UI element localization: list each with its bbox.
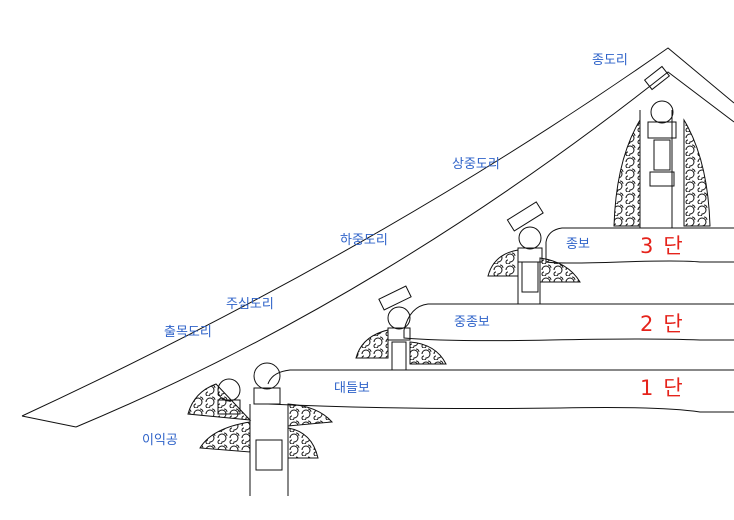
label-jusimdori: 주심도리 xyxy=(226,297,274,312)
tier-number-2: 2 xyxy=(640,312,654,336)
post-3-legs xyxy=(517,262,541,304)
bracket-2-left xyxy=(355,329,389,359)
bracket-1-lower-left xyxy=(199,421,251,453)
ridge-post-cap xyxy=(650,100,674,124)
rafter-line-inner xyxy=(75,71,734,428)
tier-unit-2: 단 xyxy=(663,312,683,336)
beam-tier-2 xyxy=(403,303,734,342)
ridge-ornament-right xyxy=(683,118,711,227)
label-jongbo: 종보 xyxy=(566,237,590,252)
label-daedeulbo: 대들보 xyxy=(334,381,370,396)
middle-purlin-box xyxy=(378,285,412,311)
label-jungjongbo: 중종보 xyxy=(454,315,490,330)
ridge-purlin-box xyxy=(643,65,671,91)
bracket-3-right xyxy=(539,257,581,283)
beam-tier-1 xyxy=(267,369,734,413)
label-chulmokdori: 출목도리 xyxy=(164,325,212,340)
bracket-3-left xyxy=(487,249,519,277)
bracket-1-lower-right xyxy=(287,427,319,459)
post-3-block xyxy=(517,247,543,263)
bracket-1-left xyxy=(187,383,252,421)
main-post-block xyxy=(255,439,283,471)
tier-number-1: 1 xyxy=(640,376,654,400)
upper-purlin-box xyxy=(506,201,544,232)
label-sangjungdori: 상중도리 xyxy=(452,157,500,172)
post-3-cap xyxy=(518,226,542,250)
bracket-2-right xyxy=(409,341,447,365)
ridge-post-block xyxy=(647,121,677,139)
label-jongdori: 종도리 xyxy=(592,53,628,68)
ridge-ornament-left xyxy=(613,118,641,227)
rafter-line-outer xyxy=(21,47,734,417)
tier-unit-1: 단 xyxy=(663,376,683,400)
ridge-post-block-2 xyxy=(653,139,671,171)
top-post-lines xyxy=(639,110,673,228)
post-2-body xyxy=(391,341,407,371)
post-1b-cap xyxy=(253,362,281,390)
tier-unit-3: 단 xyxy=(663,234,683,258)
label-hajungdori: 하중도리 xyxy=(340,233,388,248)
ridge-post-block-3 xyxy=(649,171,675,187)
label-iikgong: 이익공 xyxy=(142,433,178,448)
bracket-1-right xyxy=(287,403,334,427)
post-1b-block xyxy=(253,387,281,405)
post-3-body xyxy=(521,261,539,293)
post-2-cap xyxy=(387,306,411,330)
rafter-end-cap xyxy=(21,415,77,428)
tier-number-3: 3 xyxy=(640,234,654,258)
